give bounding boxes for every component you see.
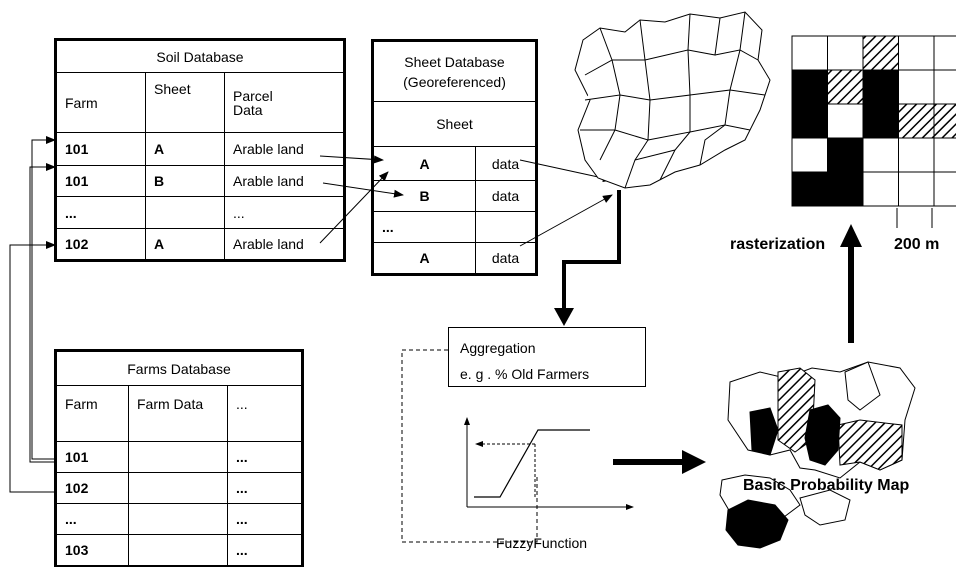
- raster-cell: [898, 35, 935, 71]
- map-to-aggregation-arrow: [554, 190, 621, 326]
- sheet-row: ...: [373, 211, 536, 243]
- farms-cell: [128, 503, 228, 535]
- sheet-database-table: Sheet Database (Georeferenced) Sheet A d…: [371, 39, 538, 276]
- soil-cell: 102: [56, 228, 146, 260]
- farms-cell: ...: [227, 441, 302, 473]
- farms-row: ... ...: [56, 503, 302, 535]
- raster-cell: [827, 35, 864, 71]
- raster-cell: [791, 103, 828, 139]
- rasterization-arrow: [840, 224, 862, 343]
- raster-cell: [827, 103, 864, 139]
- raster-cell: [791, 69, 828, 105]
- raster-cell: [862, 35, 899, 71]
- farms-cell: ...: [227, 534, 302, 566]
- fuzzy-to-map-arrow: [613, 450, 706, 474]
- raster-cell: [862, 171, 899, 207]
- sheet-database-title: Sheet Database (Georeferenced): [373, 41, 536, 102]
- farms-row: 101 ...: [56, 441, 302, 473]
- raster-cell: [827, 69, 864, 105]
- soil-cell: [145, 196, 225, 229]
- municipal-map: [574, 11, 771, 189]
- soil-row: 101 A Arable land: [56, 132, 344, 166]
- raster-cell: [933, 103, 956, 139]
- farms-cell: [128, 534, 228, 566]
- raster-cell: [933, 69, 956, 105]
- probability-map: [719, 361, 916, 549]
- farms-cell: ...: [227, 472, 302, 504]
- farms-header-farm-data: Farm Data: [128, 385, 228, 442]
- soil-cell: A: [145, 228, 225, 260]
- sheet-cell: data: [475, 242, 536, 274]
- soil-cell: 101: [56, 165, 146, 197]
- farms-row: 103 ...: [56, 534, 302, 566]
- fuzzy-function-label: FuzzyFunction: [496, 535, 588, 551]
- raster-cell: [827, 137, 864, 173]
- farms-database-table: Farms Database Farm Farm Data ... 101 ..…: [54, 349, 304, 567]
- raster-cell: [791, 35, 828, 71]
- soil-header-sheet: Sheet: [145, 72, 225, 133]
- sheet-database-header: Sheet: [373, 101, 536, 147]
- soil-cell: Arable land: [224, 228, 344, 260]
- raster-cell: [898, 137, 935, 173]
- raster-cell: [827, 171, 864, 207]
- aggregation-fuzzy-bracket: [401, 349, 538, 543]
- farms-cell: 102: [56, 472, 129, 504]
- farms-cell: ...: [227, 503, 302, 535]
- fuzzy-membership-curve: [474, 429, 590, 498]
- soil-database-table: Soil Database Farm Sheet Parcel Data 101…: [54, 38, 346, 262]
- raster-cell: [898, 103, 935, 139]
- scale-label: 200 m: [894, 236, 940, 253]
- aggregation-title: Aggregation: [460, 340, 536, 356]
- farms-cell: 103: [56, 534, 129, 566]
- raster-grid: [791, 35, 956, 207]
- sheet-cell: data: [475, 146, 536, 181]
- rasterization-label: rasterization: [730, 236, 826, 253]
- raster-cell: [933, 35, 956, 71]
- soil-header-farm: Farm: [56, 72, 146, 133]
- farms-row: 102 ...: [56, 472, 302, 504]
- probability-map-label: Basic Probability Map: [743, 477, 910, 494]
- raster-cell: [862, 69, 899, 105]
- sheet-cell: B: [373, 180, 476, 212]
- soil-cell: Arable land: [224, 165, 344, 197]
- soil-row: 101 B Arable land: [56, 165, 344, 197]
- raster-cell: [898, 171, 935, 207]
- raster-cell: [898, 69, 935, 105]
- raster-cell: [862, 137, 899, 173]
- soil-cell: Arable land: [224, 132, 344, 166]
- farms-database-title: Farms Database: [56, 351, 302, 386]
- soil-cell: ...: [56, 196, 146, 229]
- sheet-cell: A: [373, 146, 476, 181]
- raster-cell: [791, 137, 828, 173]
- fuzzy-function-chart: [464, 417, 634, 510]
- sheet-row: A data: [373, 146, 536, 181]
- soil-cell: ...: [224, 196, 344, 229]
- farms-to-soil-connectors: [9, 136, 56, 493]
- soil-cell: 101: [56, 132, 146, 166]
- sheet-cell: A: [373, 242, 476, 274]
- farms-header-more: ...: [227, 385, 302, 442]
- sheet-row: B data: [373, 180, 536, 212]
- soil-to-sheet-connectors: [319, 155, 404, 244]
- sheet-row: A data: [373, 242, 536, 274]
- aggregation-example: e. g . % Old Farmers: [460, 366, 590, 382]
- soil-row: ... ...: [56, 196, 344, 229]
- raster-cell: [933, 171, 956, 207]
- soil-database-title: Soil Database: [56, 40, 344, 73]
- raster-cell: [791, 171, 828, 207]
- raster-cell: [862, 103, 899, 139]
- aggregation-box: Aggregation e. g . % Old Farmers: [448, 327, 646, 387]
- soil-row: 102 A Arable land: [56, 228, 344, 260]
- raster-scale-bar: [896, 208, 933, 228]
- soil-cell: A: [145, 132, 225, 166]
- raster-cell: [933, 137, 956, 173]
